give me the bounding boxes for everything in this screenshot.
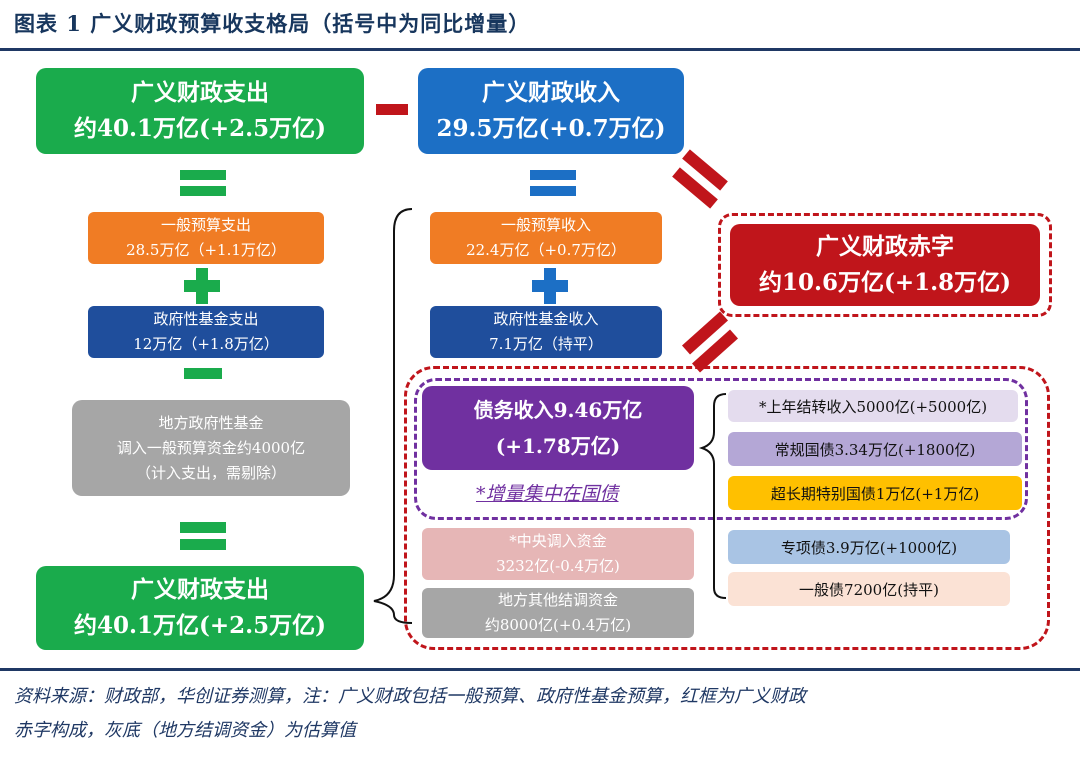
footer-source-line1: 资料来源：财政部，华创证券测算，注：广义财政包括一般预算、政府性基金预算，红框为… xyxy=(14,686,806,707)
general-budget-expenditure-title: 一般预算支出 xyxy=(160,216,251,234)
gov-fund-revenue-value: 7.1万亿（持平） xyxy=(489,335,603,353)
total-revenue-title: 广义财政收入 xyxy=(482,79,620,106)
right-brace xyxy=(698,393,727,599)
general-budget-revenue-value: 22.4万亿（+0.7万亿） xyxy=(466,241,626,259)
debt-note: *增量集中在国债 xyxy=(476,483,619,505)
local-fund-transfer-title: 地方政府性基金 xyxy=(158,413,264,432)
local-fund-transfer-box: 地方政府性基金 调入一般预算资金约4000亿 （计入支出，需剔除） xyxy=(72,400,350,496)
general-budget-revenue-box: 一般预算收入 22.4万亿（+0.7万亿） xyxy=(430,212,662,264)
equals-icon-red-upper xyxy=(672,149,728,209)
general-budget-expenditure-value: 28.5万亿（+1.1万亿） xyxy=(126,241,286,259)
general-budget-expenditure-box: 一般预算支出 28.5万亿（+1.1万亿） xyxy=(88,212,324,264)
equals-icon-red-lower xyxy=(681,311,739,373)
deficit-box: 广义财政赤字 约10.6万亿(+1.8万亿) xyxy=(730,224,1040,306)
total-expenditure-bottom-title: 广义财政支出 xyxy=(131,576,269,603)
title-rule xyxy=(0,48,1080,51)
footer-source-line2: 赤字构成，灰底（地方结调资金）为估算值 xyxy=(14,720,356,741)
central-transfer-box: *中央调入资金 3232亿(-0.4万亿) xyxy=(422,528,694,580)
figure-title: 图表 1 广义财政预算收支格局（括号中为同比增量） xyxy=(14,11,531,36)
equals-icon-middle xyxy=(530,170,576,196)
general-budget-revenue-title: 一般预算收入 xyxy=(500,216,591,234)
debt-revenue-title: 债务收入9.46万亿 xyxy=(473,398,643,422)
minus-icon-left xyxy=(184,368,222,379)
gov-fund-expenditure-box: 政府性基金支出 12万亿（+1.8万亿） xyxy=(88,306,324,358)
debt-item-general-bonds: 一般债7200亿(持平) xyxy=(728,572,1010,606)
plus-icon-middle xyxy=(532,268,568,304)
deficit-dashed-frame xyxy=(718,213,1052,317)
equals-icon-left-bottom xyxy=(180,522,226,550)
local-other-funds-value: 约8000亿(+0.4万亿) xyxy=(484,616,632,634)
total-revenue-box: 广义财政收入 29.5万亿(+0.7万亿) xyxy=(418,68,684,154)
debt-revenue-value: (+1.78万亿) xyxy=(495,434,621,458)
debt-item-ultra-long-treasury: 超长期特别国债1万亿(+1万亿) xyxy=(728,476,1022,510)
equals-icon-left-top xyxy=(180,170,226,196)
deficit-title: 广义财政赤字 xyxy=(816,233,954,260)
debt-item-carryover: *上年结转收入5000亿(+5000亿) xyxy=(728,390,1018,422)
total-expenditure-top-title: 广义财政支出 xyxy=(131,79,269,106)
left-brace xyxy=(373,208,413,624)
gov-fund-expenditure-value: 12万亿（+1.8万亿） xyxy=(133,335,279,353)
total-expenditure-top-value: 约40.1万亿(+2.5万亿) xyxy=(73,115,327,142)
debt-item-regular-treasury: 常规国债3.34万亿(+1800亿) xyxy=(728,432,1022,466)
total-expenditure-bottom-box: 广义财政支出 约40.1万亿(+2.5万亿) xyxy=(36,566,364,650)
gov-fund-revenue-box: 政府性基金收入 7.1万亿（持平） xyxy=(430,306,662,358)
local-fund-transfer-note: （计入支出，需剔除） xyxy=(135,463,286,482)
local-other-funds-title: 地方其他结调资金 xyxy=(497,591,618,609)
footer-rule xyxy=(0,668,1080,671)
debt-item-special-bonds: 专项债3.9万亿(+1000亿) xyxy=(728,530,1010,564)
local-other-funds-box: 地方其他结调资金 约8000亿(+0.4万亿) xyxy=(422,588,694,638)
total-expenditure-top-box: 广义财政支出 约40.1万亿(+2.5万亿) xyxy=(36,68,364,154)
central-transfer-value: 3232亿(-0.4万亿) xyxy=(496,557,620,575)
debt-dashed-frame xyxy=(414,378,1028,520)
minus-icon-red xyxy=(376,104,408,115)
plus-icon-left xyxy=(184,268,220,304)
deficit-value: 约10.6万亿(+1.8万亿) xyxy=(758,269,1012,296)
gov-fund-expenditure-title: 政府性基金支出 xyxy=(153,310,259,328)
total-expenditure-bottom-value: 约40.1万亿(+2.5万亿) xyxy=(73,612,327,639)
debt-revenue-box: 债务收入9.46万亿 (+1.78万亿) xyxy=(422,386,694,470)
central-transfer-title: *中央调入资金 xyxy=(509,532,607,550)
deficit-composition-dashed-frame xyxy=(404,366,1050,650)
local-fund-transfer-amount: 调入一般预算资金约4000亿 xyxy=(116,438,306,457)
total-revenue-value: 29.5万亿(+0.7万亿) xyxy=(436,115,666,142)
gov-fund-revenue-title: 政府性基金收入 xyxy=(493,310,599,328)
